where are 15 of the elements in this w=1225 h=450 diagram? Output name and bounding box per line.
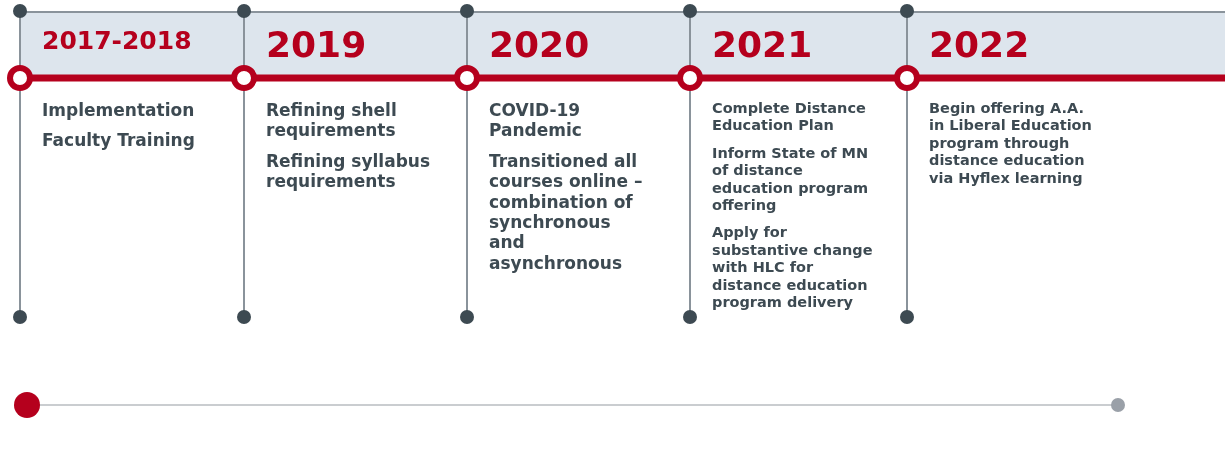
milestone-text: Complete Distance Education Plan (712, 100, 867, 135)
milestone-text: Refining shell requirements (266, 100, 398, 141)
milestone-text: Apply for substantive change with HLC for distance education program delivery (712, 224, 874, 312)
milestone-text: Refining syllabus requirements (266, 150, 432, 192)
milestone-text: Begin offering A.A. in Liberal Education program through distance education via Hyflex learning (929, 100, 1093, 187)
milestone-text: Transitioned all courses online – combination of synchronous and asynchronous (489, 150, 644, 274)
milestone-text: COVID-19 Pandemic (489, 100, 583, 141)
year-heading: 2019 (266, 24, 367, 65)
year-heading: 2020 (489, 24, 590, 65)
milestone-text: Faculty Training (42, 130, 196, 151)
year-heading: 2022 (929, 24, 1030, 65)
milestone-text: Inform State of MN of distance education program offering (712, 144, 870, 215)
year-heading: 2017-2018 (42, 26, 192, 55)
year-heading: 2021 (712, 24, 813, 65)
milestone-text: Implementation (42, 100, 196, 121)
